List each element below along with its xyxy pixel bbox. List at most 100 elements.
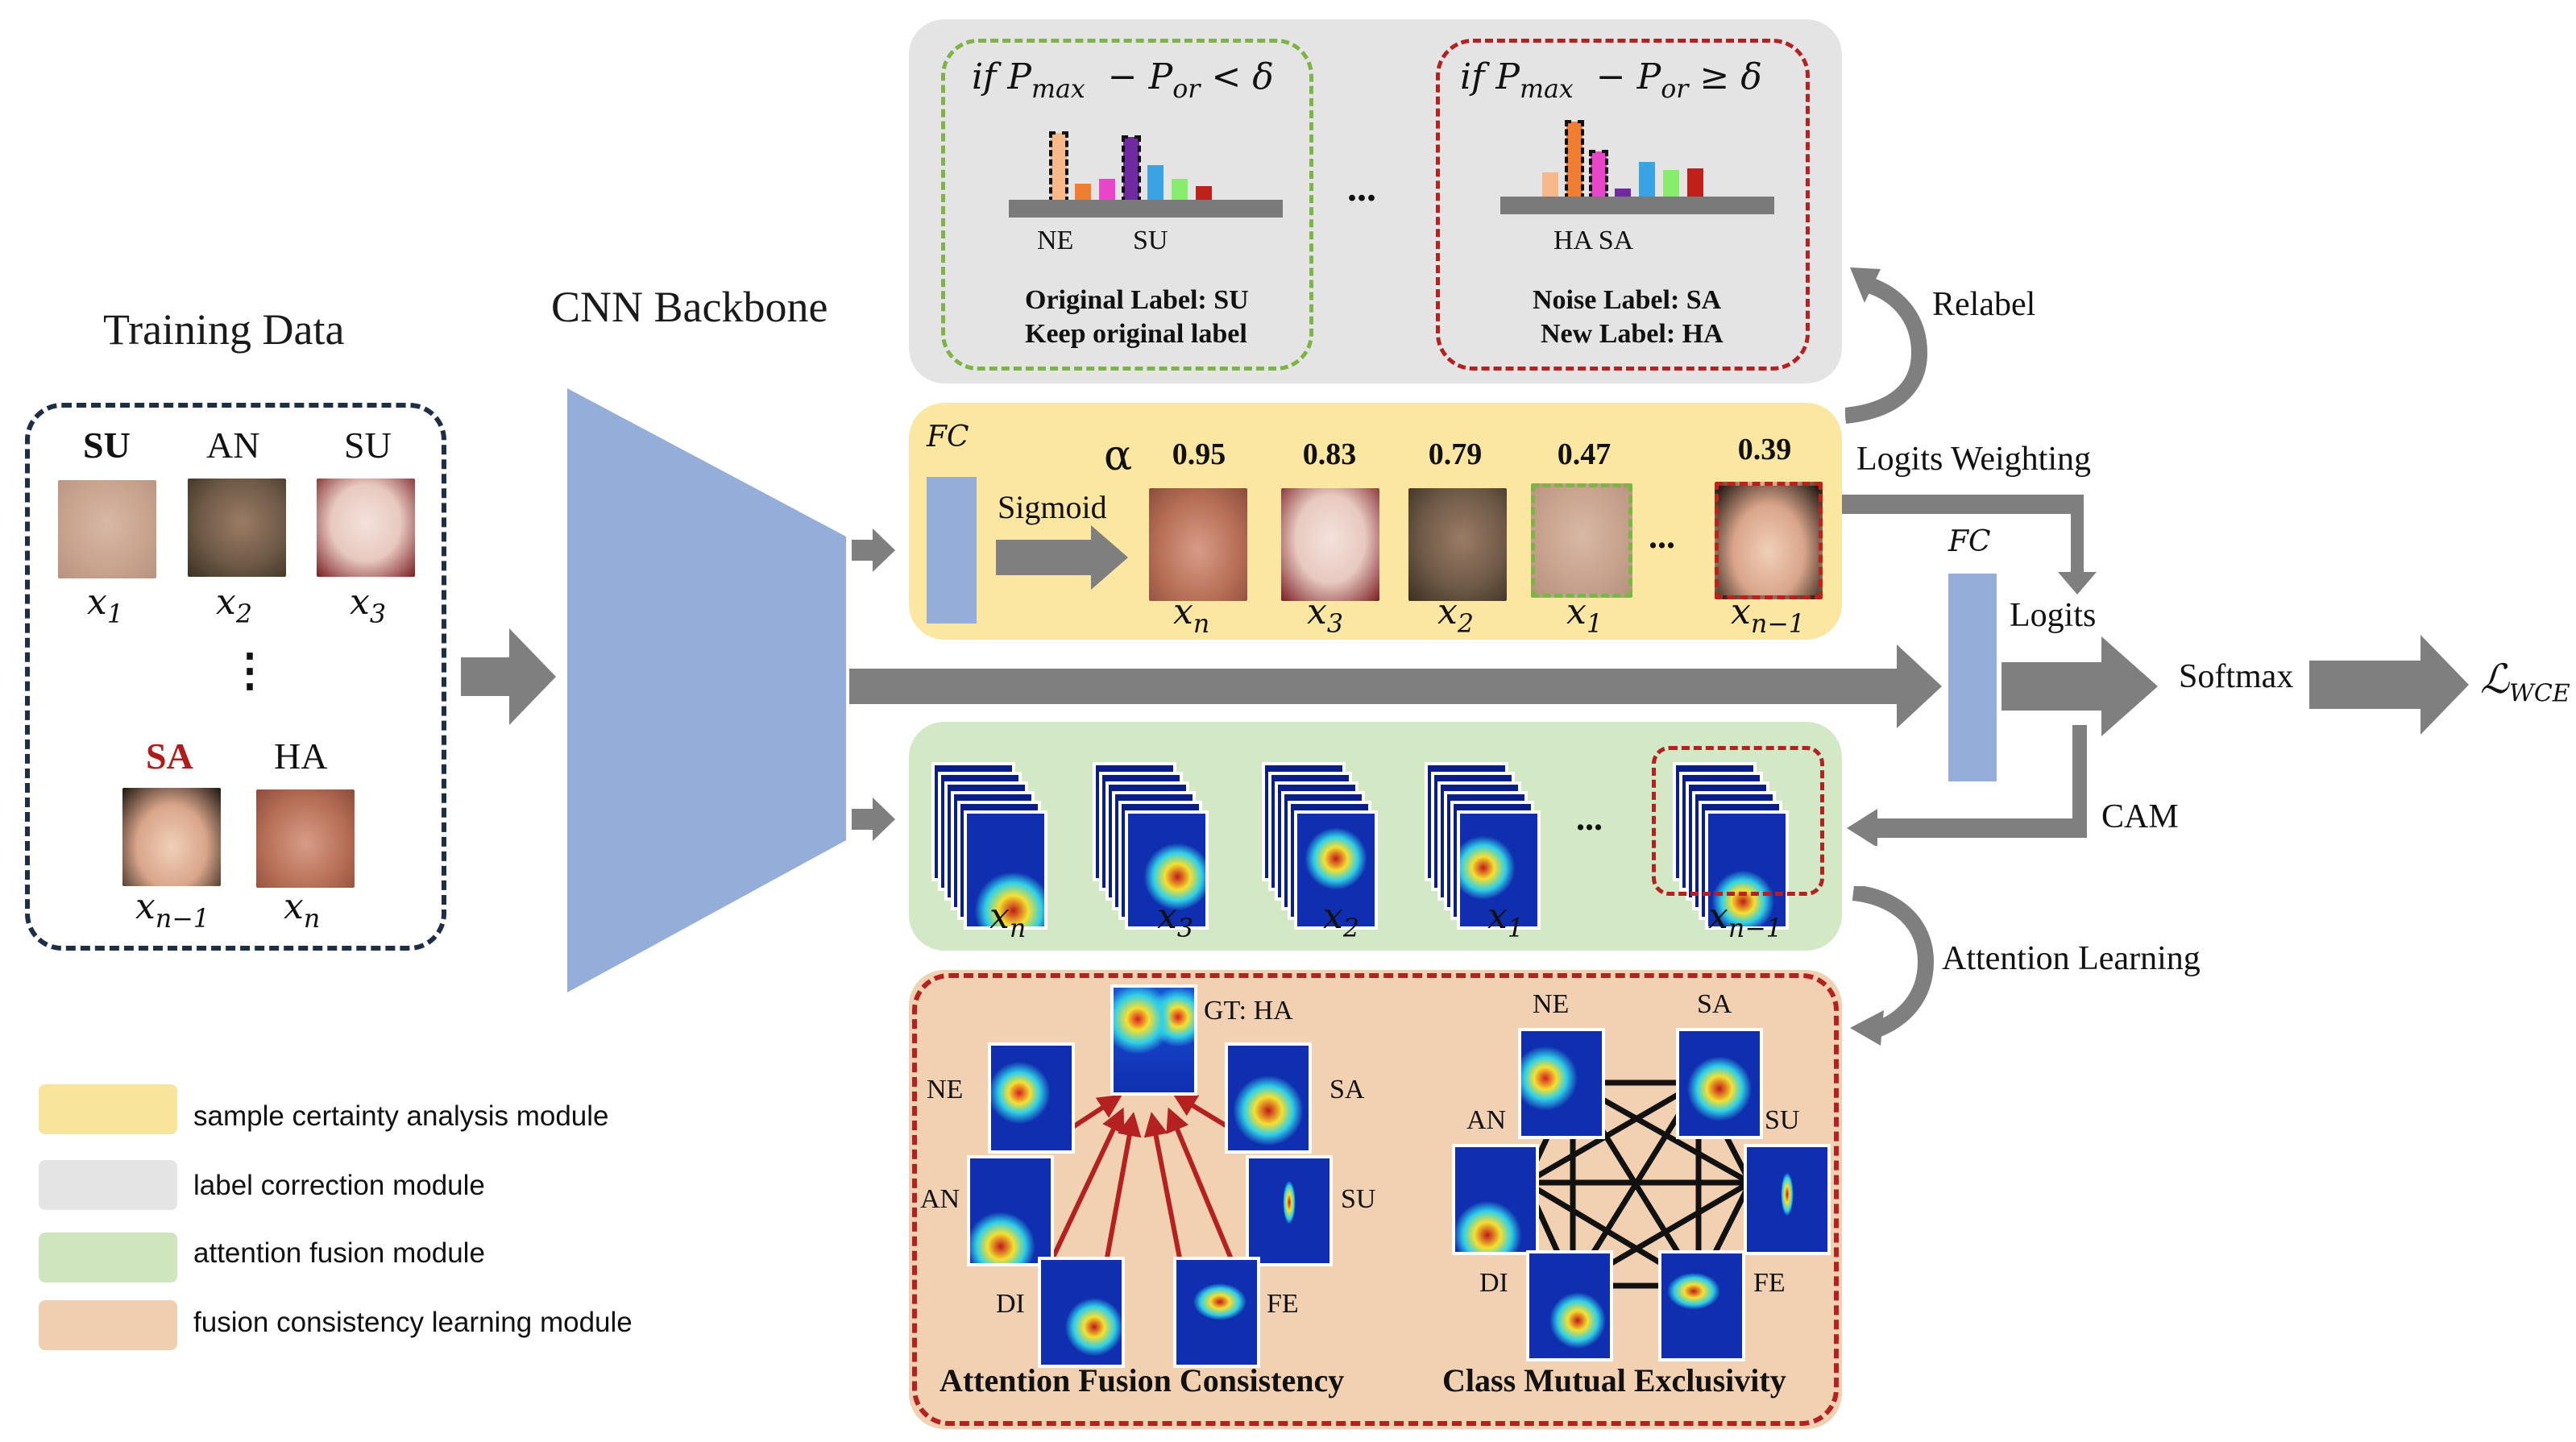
prob-bar <box>1172 179 1188 201</box>
attention-learning-curved-arrow <box>1850 886 1935 1046</box>
var-sub: n−1 <box>155 905 209 934</box>
cond-op: − <box>1595 56 1626 97</box>
sample-var: x3 <box>350 582 386 629</box>
cond-if: if <box>972 56 997 97</box>
class-label: FE <box>1753 1268 1786 1298</box>
heatmap-sa <box>1225 1042 1312 1154</box>
class-label: SU <box>1341 1184 1376 1214</box>
cam-arrow <box>1847 725 2087 846</box>
bar-chart-floor <box>1009 200 1283 218</box>
cam-heatmap <box>1294 810 1378 930</box>
prob-bar-chart-relabel <box>1500 118 1774 200</box>
exclusivity-edge <box>1524 1079 1700 1186</box>
prob-bar <box>1639 162 1655 198</box>
class-label: SA <box>1697 989 1732 1019</box>
class-label: SA <box>1329 1075 1365 1104</box>
fusion-right-title: Class Mutual Exclusivity <box>1442 1362 1786 1398</box>
class-label: DI <box>1479 1268 1508 1298</box>
var-name: x <box>1157 896 1177 937</box>
var-sub: n <box>303 905 321 934</box>
relabel-line1: Noise Label: SA <box>1533 285 1722 315</box>
axis-label: HA SA <box>1553 226 1633 256</box>
var-name: x <box>350 582 370 623</box>
face-image-xn <box>256 789 355 888</box>
logits-label: Logits <box>2010 597 2097 634</box>
sigmoid-label: Sigmoid <box>998 489 1107 525</box>
sample-var: x3 <box>1157 896 1193 943</box>
heatmap-fe-excl <box>1658 1250 1745 1361</box>
var-name: x <box>1307 591 1327 632</box>
var-name: x <box>1708 896 1728 937</box>
axis-label-ha: HA <box>1553 226 1592 255</box>
sample-label-noisy: SA <box>146 736 193 777</box>
noisy-sample-cam-highlight <box>1652 746 1824 896</box>
cond-p1: P <box>1495 56 1520 97</box>
var-sub: 3 <box>369 600 386 630</box>
var-name: x <box>1437 591 1458 632</box>
relabel-curved-arrow <box>1845 267 1928 424</box>
cond-p2: P <box>1636 56 1661 97</box>
face-image-x2 <box>1408 488 1507 601</box>
logits-weighting-arrow <box>1842 495 2097 595</box>
loss-wce: ℒWCE <box>2480 656 2570 708</box>
sample-var: x3 <box>1307 591 1343 639</box>
class-label: SU <box>1765 1105 1800 1135</box>
axis-label: NE <box>1037 226 1074 255</box>
cond-p1-sub: max <box>1519 75 1574 105</box>
fc-label-certainty: FC <box>927 421 969 454</box>
var-sub: 1 <box>1586 610 1603 640</box>
cond-op: − <box>1107 56 1138 97</box>
legend-swatch-certainty <box>39 1084 177 1134</box>
prob-bar <box>1196 186 1212 201</box>
prob-bar <box>1147 165 1164 201</box>
var-sub: 2 <box>1457 610 1474 640</box>
alpha-value: 0.39 <box>1737 433 1792 466</box>
sample-var: xn <box>989 896 1026 943</box>
class-label: AN <box>1466 1105 1507 1135</box>
var-name: x <box>87 582 107 623</box>
fc-layer-certainty <box>927 477 977 624</box>
face-image-x3 <box>317 479 415 577</box>
class-label: DI <box>996 1289 1025 1319</box>
class-label: NE <box>1533 989 1570 1019</box>
sample-var: x1 <box>1566 591 1603 639</box>
prob-bar <box>1615 189 1631 198</box>
cam-heatmap <box>964 810 1047 930</box>
class-label: NE <box>927 1075 964 1104</box>
var-name: x <box>1566 591 1587 632</box>
keep-label-case-box <box>941 39 1313 371</box>
var-name: x <box>284 886 304 927</box>
cam-heatmap <box>1457 810 1541 930</box>
loss-sub: WCE <box>2509 679 2570 708</box>
prob-bar <box>1075 184 1091 201</box>
legend-label: label correction module <box>193 1170 485 1201</box>
class-label: AN <box>920 1184 960 1214</box>
sample-label: AN <box>206 425 260 466</box>
fusion-consistency-dash <box>912 973 1839 1426</box>
cond-rel: < δ <box>1211 56 1274 97</box>
heatmap-an <box>967 1155 1054 1266</box>
sample-var: x1 <box>87 582 123 629</box>
prob-bar <box>1663 170 1679 198</box>
relabel-case-box <box>1436 39 1810 371</box>
sample-var: x2 <box>1437 591 1474 639</box>
heatmap-an-excl <box>1452 1144 1539 1255</box>
keep-line1: Original Label: SU <box>1025 285 1249 315</box>
var-name: x <box>1173 591 1193 632</box>
legend-label: fusion consistency learning module <box>193 1307 633 1338</box>
sample-label: SU <box>83 425 131 466</box>
sigmoid-arrow <box>996 525 1128 590</box>
face-image-x3 <box>1281 488 1379 601</box>
var-sub: 3 <box>1326 610 1343 640</box>
cam-heatmap <box>1705 810 1789 930</box>
sample-label: SU <box>344 425 392 466</box>
cam-label: CAM <box>2101 798 2179 835</box>
heatmap-sa-excl <box>1676 1028 1763 1139</box>
main-feature-arrow <box>849 644 1942 728</box>
cases-ellipsis: ... <box>1347 167 1376 209</box>
prob-bar <box>1589 150 1608 200</box>
prob-bar-chart-keep <box>1009 121 1283 203</box>
class-label: FE <box>1267 1289 1299 1319</box>
var-sub: n−1 <box>1728 914 1782 944</box>
relabel-label: Relabel <box>1932 286 2036 323</box>
